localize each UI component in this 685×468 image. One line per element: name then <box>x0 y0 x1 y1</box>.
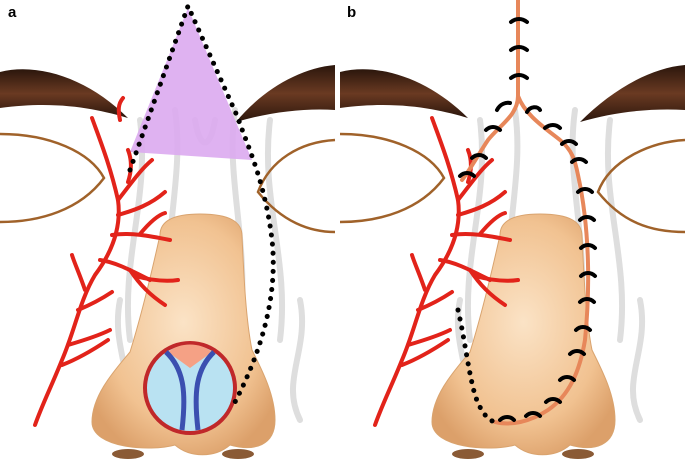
left-nostril <box>112 449 144 459</box>
right-nostril-b <box>562 449 594 459</box>
left-eye-outline <box>0 132 106 224</box>
panel-b <box>339 0 685 459</box>
right-nostril <box>222 449 254 459</box>
defect-site <box>143 341 237 435</box>
angular-artery-b <box>373 116 520 427</box>
angular-artery <box>33 96 180 427</box>
incision-dots-a <box>127 0 276 405</box>
sutures <box>458 17 597 422</box>
left-eyebrow-b <box>340 69 468 118</box>
left-nostril-b <box>452 449 484 459</box>
panel-a <box>0 0 336 459</box>
panel-b-label: b <box>347 4 357 21</box>
right-eyebrow-b <box>580 65 685 122</box>
flap-pedicle <box>130 8 252 160</box>
left-eye-outline-b <box>339 132 446 224</box>
right-eyebrow <box>236 65 335 122</box>
panel-a-label: a <box>8 4 17 21</box>
nose-b <box>431 213 616 456</box>
left-eyebrow <box>0 69 128 118</box>
right-eye-outline-b <box>596 138 685 234</box>
right-eye-outline <box>256 138 336 234</box>
